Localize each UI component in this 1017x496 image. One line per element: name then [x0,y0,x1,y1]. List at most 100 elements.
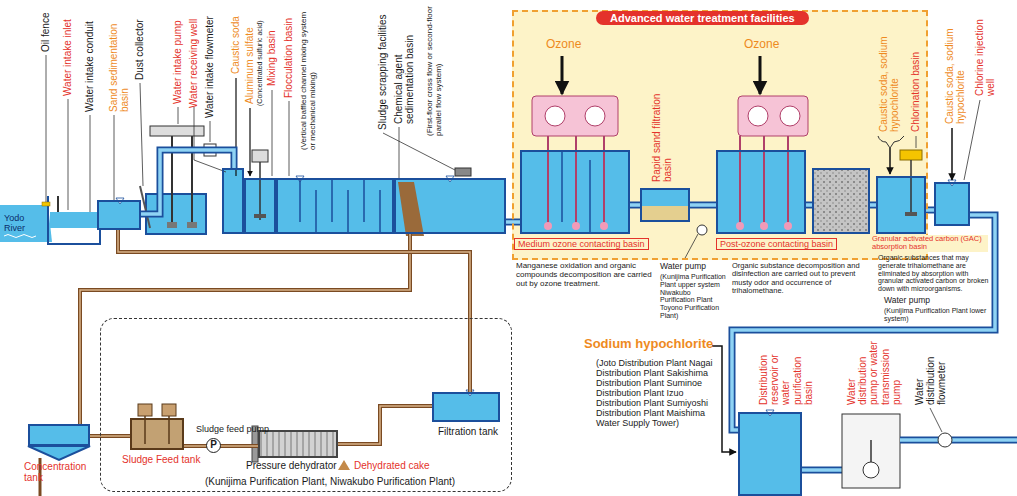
intake-machinery [167,222,177,228]
sludge-machinery [162,404,176,416]
distribution-machinery [870,440,872,462]
ozone-machinery [545,106,565,126]
injection-well: Chlorine injection well [934,182,970,226]
filtration-basin: Rapid sand filtration basin [640,188,690,222]
water-pipe [690,205,716,206]
node-label: Chlorine injection well [974,2,996,96]
basin-water [432,392,500,422]
ozone-machinery [561,56,564,94]
sludge-pipe [80,234,410,424]
pipe-core [80,234,410,424]
annotation: (Concentrated sulfuric acid) [256,2,264,106]
ozone-machinery [900,150,922,160]
node-label: Sand sedimentation basin [108,2,130,112]
pipe-core [90,435,130,437]
sludge-machinery [338,460,350,470]
ozone-machinery [759,56,762,94]
annotation: Dehydrated cake [354,460,430,471]
ozone-machinery [760,222,768,230]
intake-machinery [300,180,380,232]
intake-machinery [187,222,197,228]
ozone-machinery [600,222,608,230]
basin-water [812,168,870,234]
annotation: Organic substance decomposition and disi… [732,262,874,296]
annotation: Water distribution flowmeter [914,338,948,405]
flocculation-basin: Flocculation basin(Vertical baffled chan… [276,178,394,234]
river-and-intake [0,205,52,242]
annotation: Water intake pump [172,2,183,104]
river-and-intake [50,212,97,228]
ozone-machinery [544,222,552,230]
pipe-core [184,445,258,447]
annotation: Water intake inlet [62,2,73,96]
river-and-intake [57,196,59,212]
ozone-basin: Medium ozone contacting basin [520,150,630,234]
ozone-machinery [780,106,800,126]
basin-water [28,150,970,496]
advanced-region-ground [512,10,928,260]
intake-machinery [259,162,261,220]
basin-water [244,178,506,234]
annotation: Water pump [884,296,930,306]
annotation: Caustic soda [230,2,241,74]
basin-water [28,424,90,446]
node-label: Filtration tank [438,426,498,437]
mixing-basin: Mixing basin [244,178,276,234]
node-label: Distribution reservoir or water purifica… [758,338,814,405]
distribution-machinery [802,467,842,474]
pipe-core [118,230,470,392]
basin-water [116,176,956,416]
basin-water [876,176,926,234]
intake-machinery [254,214,266,218]
advanced-region-ground [512,10,928,260]
pipe-wall [80,234,410,424]
feed-tank: Sludge Feed tank [130,418,184,450]
basin-water [97,200,141,230]
sedimentation-basin: Chemical agent sedimentation basin(First… [394,178,506,234]
annotation: Aluminum sulfate [244,2,255,104]
water-pipe [141,150,234,214]
distribution-machinery [802,468,842,472]
node-label: Flocculation basin [283,2,294,98]
annotation: Oil fence [40,2,51,52]
annotation: Sludge feed pump [196,424,269,434]
node-label: (First-floor cross flow or second-floor … [426,4,444,136]
pipe-wall [338,406,432,444]
ozone-machinery [889,148,891,174]
ozone-machinery [784,222,792,230]
node-label: Rapid sand filtration basin [651,92,673,182]
annotation: Manganese oxidation and organic compound… [516,262,656,289]
ozone-machinery [905,212,917,216]
node-label: Advanced water treatment facilities [596,11,809,25]
pipe-wall [630,202,640,209]
node-label: Sludge Feed tank [122,454,200,465]
filtration-tank: Filtration tank [432,392,500,422]
distribution-reservoir: Distribution reservoir or water purifica… [738,412,802,496]
intake-machinery [455,168,471,176]
annotation: Caustic soda, sodium hypochlorite [878,20,900,132]
pipe-core [630,203,640,207]
intake-machinery [140,186,150,228]
ozone-machinery [642,206,688,220]
basin-water [640,188,690,222]
annotation: Water intake conduit [84,2,95,112]
distribution-machinery [938,433,952,447]
distribution-machinery [900,438,1017,442]
ozone-machinery [951,128,953,180]
annotation: Ozone [546,38,581,51]
river-and-intake [42,202,50,206]
annotation: Water pump [660,262,706,272]
sludge-machinery [138,404,152,416]
distribution-machinery [842,414,900,488]
sludge-pipe [184,446,258,447]
ozone-machinery [562,150,590,234]
annotation: Caustic soda, sodium hypochlorite [944,8,966,124]
annotation: Sludge scrapping facilities [377,2,388,130]
ozone-machinery [748,106,768,126]
node-label: Chemical agent sedimentation basin [393,16,415,124]
node-label: Granular activated carbon (GAC) absorpti… [872,235,988,252]
